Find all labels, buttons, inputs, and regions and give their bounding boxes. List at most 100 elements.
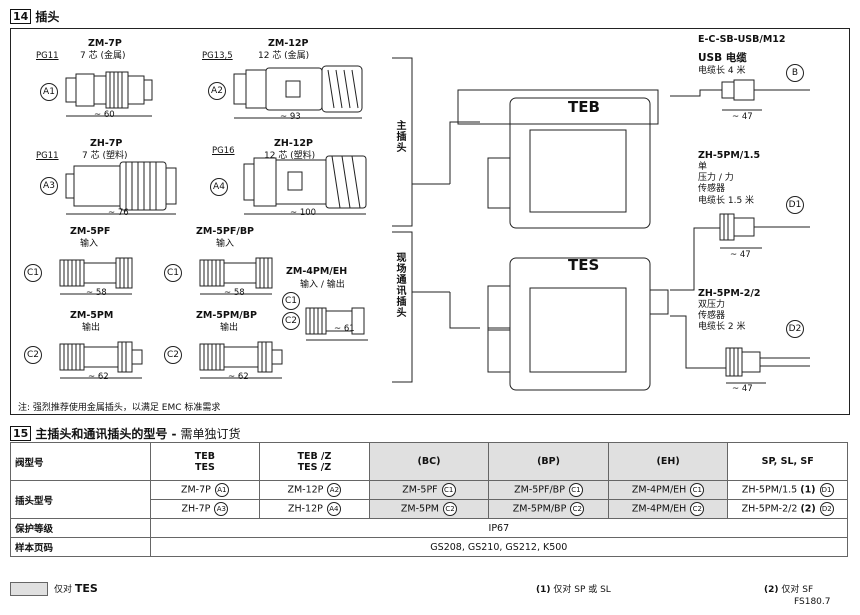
footnote-1: (1) 仅对 SP 或 SL xyxy=(536,582,611,595)
footnote-mark: (1) xyxy=(800,484,816,496)
zh-5pm-1-5-drawing xyxy=(719,213,810,249)
field-plug-label: 现场通讯插头 xyxy=(394,252,405,318)
zh-12p-name: ZH-12P xyxy=(274,138,313,149)
table-header-cell: SP, SL, SF xyxy=(727,442,848,481)
main-plug-label: 主插头 xyxy=(394,120,405,153)
zm-5pf-bp-drawing xyxy=(199,257,273,295)
zh-12p-drawing xyxy=(243,155,367,215)
zh-5pm-1-5-line3: 传感器 xyxy=(698,184,726,194)
tes-only-legend: 仅对 TES xyxy=(54,582,98,595)
plug-badge: C1 xyxy=(690,483,705,497)
plug-model: ZM-5PF/BP xyxy=(514,484,565,496)
plug-badge: C2 xyxy=(570,502,585,516)
zh-12p-badge: A4 xyxy=(210,178,228,196)
zm-12p-desc: 12 芯 (金属) xyxy=(258,51,310,61)
plug-model: ZM-7P xyxy=(180,484,211,496)
section-number: 15 xyxy=(10,426,32,441)
plug-model: ZH-5PM/1.5 xyxy=(741,484,798,496)
plug-model: ZM-5PM/BP xyxy=(512,503,567,515)
zm-12p-pg: PG13,5 xyxy=(202,51,233,61)
connector-drawings xyxy=(59,57,810,391)
table-header-cell: TEB TES xyxy=(149,442,261,481)
legend-prefix: 仅对 xyxy=(54,585,73,595)
zm-5pm-drawing xyxy=(59,341,143,379)
plug-badge: C1 xyxy=(441,483,456,497)
zh-7p-badge: A3 xyxy=(40,177,58,195)
zm-12p-badge: A2 xyxy=(208,82,226,100)
plug-badge: A2 xyxy=(327,483,342,497)
footnote-text: 仅对 SF xyxy=(781,585,814,595)
plug-badge: A4 xyxy=(326,502,341,516)
footnote-2: (2) 仅对 SF xyxy=(764,582,813,595)
zh-5pm-2-2-length: 电缆长 2 米 xyxy=(698,322,746,332)
zh-7p-desc: 7 芯 (塑料) xyxy=(82,151,128,161)
usb-cable-length: 电缆长 4 米 xyxy=(698,66,746,76)
zh-5pm-2-2-dim: ~ 47 xyxy=(732,384,753,394)
zm-4pm-eh-desc: 输入 / 输出 xyxy=(300,280,345,290)
footnote-text: 仅对 SP 或 SL xyxy=(553,585,611,595)
usb-cable-drawing xyxy=(721,79,810,111)
zh-7p-drawing xyxy=(65,161,177,215)
footnote-mark: (2) xyxy=(800,503,816,515)
zm-5pf-badge: C1 xyxy=(24,264,42,282)
plug-badge: D1 xyxy=(819,483,834,497)
zm-5pm-bp-badge: C2 xyxy=(164,346,182,364)
zm-5pf-desc: 输入 xyxy=(80,239,99,249)
zh-5pm-1-5-dim: ~ 47 xyxy=(730,250,751,260)
plug-badge: C1 xyxy=(568,483,583,497)
footnote-mark: (2) xyxy=(764,585,779,595)
zm-7p-desc: 7 芯 (金属) xyxy=(80,51,126,61)
zm-12p-name: ZM-12P xyxy=(268,38,309,49)
zh-12p-dim: ~ 100 xyxy=(290,208,317,218)
teb-device-drawing xyxy=(457,89,659,229)
section-14-title: 14 插头 xyxy=(10,8,59,25)
zm-5pm-bp-name: ZM-5PM/BP xyxy=(196,310,257,321)
teb-device-label: TEB xyxy=(568,98,600,116)
zm-5pf-bp-badge: C1 xyxy=(164,264,182,282)
table-row: 保护等级 IP67 xyxy=(10,518,849,538)
zm-12p-dim: ~ 93 xyxy=(280,112,301,122)
zm-4pm-eh-badge-1: C1 xyxy=(282,292,300,310)
table-header-cell: (BC) xyxy=(368,442,490,481)
table-header-cell: 阀型号 xyxy=(10,442,151,481)
zm-7p-drawing xyxy=(65,71,153,117)
section-heading: 主插头和通讯插头的型号 - xyxy=(35,427,177,441)
plug-model: ZM-4PM/EH xyxy=(631,484,687,496)
zm-7p-name: ZM-7P xyxy=(88,38,122,49)
sample-page-label: 样本页码 xyxy=(10,537,151,557)
zm-5pf-bp-desc: 输入 xyxy=(216,239,235,249)
zh-5pm-1-5-line2: 压力 / 力 xyxy=(698,173,734,183)
zm-5pf-dim: ~ 58 xyxy=(86,288,107,298)
model-table: 阀型号 TEB TES TEB /Z TES /Z (BC) (BP) (EH)… xyxy=(10,442,849,557)
plug-model: ZM-5PM xyxy=(400,503,440,515)
table-cell: ZH-5PM/1.5 (1)D1 xyxy=(727,480,848,500)
zm-4pm-eh-name: ZM-4PM/EH xyxy=(286,266,348,277)
zh-5pm-2-2-line2: 传感器 xyxy=(698,311,726,321)
zm-4pm-eh-drawing xyxy=(305,307,368,341)
plug-badge: A1 xyxy=(214,483,229,497)
zh-7p-dim: ~ 76 xyxy=(108,208,129,218)
zh-5pm-1-5-name: ZH-5PM/1.5 xyxy=(698,150,761,161)
table-header-row: 阀型号 TEB TES TEB /Z TES /Z (BC) (BP) (EH)… xyxy=(10,442,848,481)
zm-5pm-dim: ~ 62 xyxy=(88,372,109,382)
usb-cable-badge: B xyxy=(786,64,804,82)
section-15-title: 15 主插头和通讯插头的型号 - 需单独订货 xyxy=(10,425,241,442)
sample-page-value: GS208, GS210, GS212, K500 xyxy=(149,537,849,557)
zh-7p-name: ZH-7P xyxy=(90,138,123,149)
zm-5pf-drawing xyxy=(59,257,133,295)
tes-device-label: TES xyxy=(568,256,600,274)
zm-7p-badge: A1 xyxy=(40,83,58,101)
zh-5pm-1-5-badge: D1 xyxy=(786,196,804,214)
usb-cable-dim: ~ 47 xyxy=(732,112,753,122)
zh-5pm-2-2-line1: 双压力 xyxy=(698,300,726,310)
plug-model: ZM-5PF xyxy=(402,484,438,496)
plug-type-label: 插头型号 xyxy=(10,480,151,519)
legend-bold: TES xyxy=(74,582,98,595)
plug-model: ZM-4PM/EH xyxy=(631,503,687,515)
plug-model: ZH-12P xyxy=(287,503,323,515)
